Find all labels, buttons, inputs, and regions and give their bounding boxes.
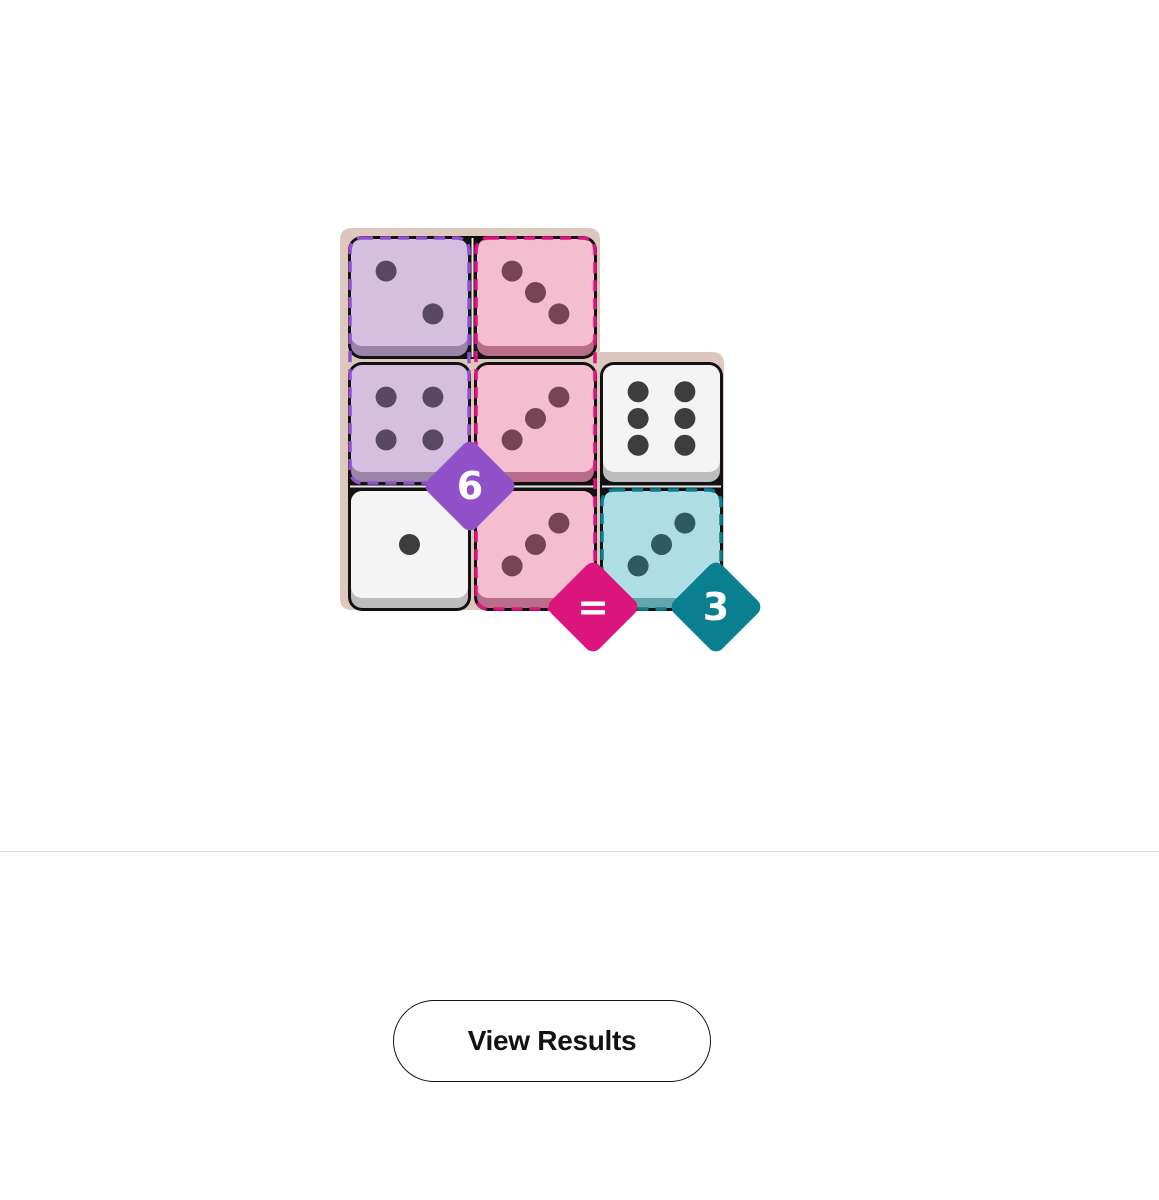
pip (422, 386, 444, 408)
region-teal-badge: 3 (671, 562, 761, 652)
region-purple-outline (348, 236, 471, 485)
pip (627, 555, 649, 577)
domino-divider (350, 485, 469, 488)
pip (375, 260, 397, 282)
pip (674, 434, 696, 456)
pip (548, 512, 570, 534)
pip (627, 408, 649, 429)
pip (525, 282, 546, 303)
pip (375, 429, 397, 451)
pip (501, 429, 523, 451)
badge-label: 3 (703, 585, 729, 629)
pip (627, 434, 649, 456)
die-face (603, 365, 720, 472)
region-teal-outline (600, 488, 723, 611)
badge-label: 6 (457, 464, 483, 508)
domino-left-purple-plain[interactable] (348, 362, 471, 611)
domino-divider (471, 238, 474, 357)
badge-diamond (671, 562, 761, 652)
domino-divider (602, 485, 721, 488)
pip (501, 260, 523, 282)
domino-divider (476, 485, 595, 488)
region-pink-outline (474, 236, 597, 611)
section-divider (0, 851, 1159, 852)
pip (375, 386, 397, 408)
pip (501, 555, 523, 577)
pip (525, 408, 546, 429)
view-results-button[interactable]: View Results (393, 1000, 711, 1082)
domino-top-purple-pink[interactable] (348, 236, 597, 359)
domino-middle-pink[interactable] (474, 362, 597, 611)
badge-diamond (548, 562, 638, 652)
pip (548, 386, 570, 408)
pip (399, 534, 420, 555)
pip (525, 534, 546, 555)
pip (548, 303, 570, 325)
pip (674, 381, 696, 403)
domino-right-plain-teal[interactable] (600, 362, 723, 611)
badge-diamond (425, 441, 515, 531)
badge-label: = (577, 585, 609, 629)
die-face (351, 365, 468, 472)
pip (422, 303, 444, 325)
pip (627, 381, 649, 403)
die-face (351, 239, 468, 346)
region-purple-badge: 6 (425, 441, 515, 531)
pip (422, 429, 444, 451)
pip (674, 408, 696, 429)
region-pink-badge: = (548, 562, 638, 652)
pip (674, 512, 696, 534)
pip (651, 534, 672, 555)
game-board: 6 = 3 (340, 228, 761, 652)
